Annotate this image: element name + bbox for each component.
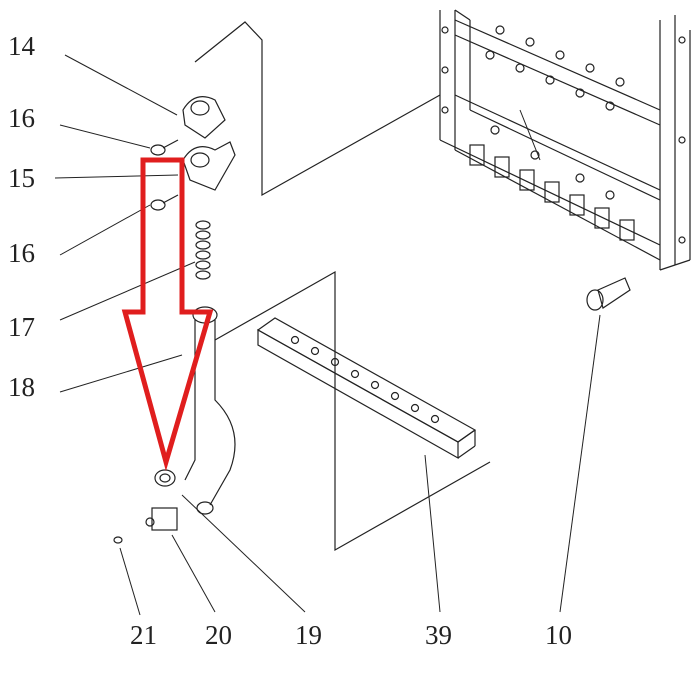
callout-14: 14 xyxy=(8,31,35,61)
collar-19 xyxy=(154,469,176,487)
clamp-14 xyxy=(182,96,226,139)
leader-lines xyxy=(54,54,601,616)
callout-15: 15 xyxy=(8,163,35,193)
screws-16 xyxy=(150,139,179,211)
bolt-10 xyxy=(586,277,631,311)
bar-39 xyxy=(256,317,477,460)
rack-frame xyxy=(439,9,691,271)
clamp-15 xyxy=(182,141,236,191)
callout-16: 16 xyxy=(8,103,35,133)
upper-panel-outline xyxy=(194,21,441,197)
callout-18: 18 xyxy=(8,372,35,402)
callout-16b: 16 xyxy=(8,238,35,268)
pin-21 xyxy=(113,536,123,544)
callout-21: 21 xyxy=(130,620,157,650)
highlight-arrow xyxy=(121,157,214,472)
arm-18 xyxy=(184,306,236,515)
spring-17 xyxy=(195,220,211,280)
callout-19: 19 xyxy=(295,620,322,650)
callout-17: 17 xyxy=(8,312,35,342)
block-20 xyxy=(145,507,178,531)
callout-39: 39 xyxy=(425,620,452,650)
lower-panel-outline xyxy=(214,270,491,552)
callout-20: 20 xyxy=(205,620,232,650)
rack-holes xyxy=(441,25,686,244)
rack-comb-teeth xyxy=(469,144,635,241)
callout-10: 10 xyxy=(545,620,572,650)
